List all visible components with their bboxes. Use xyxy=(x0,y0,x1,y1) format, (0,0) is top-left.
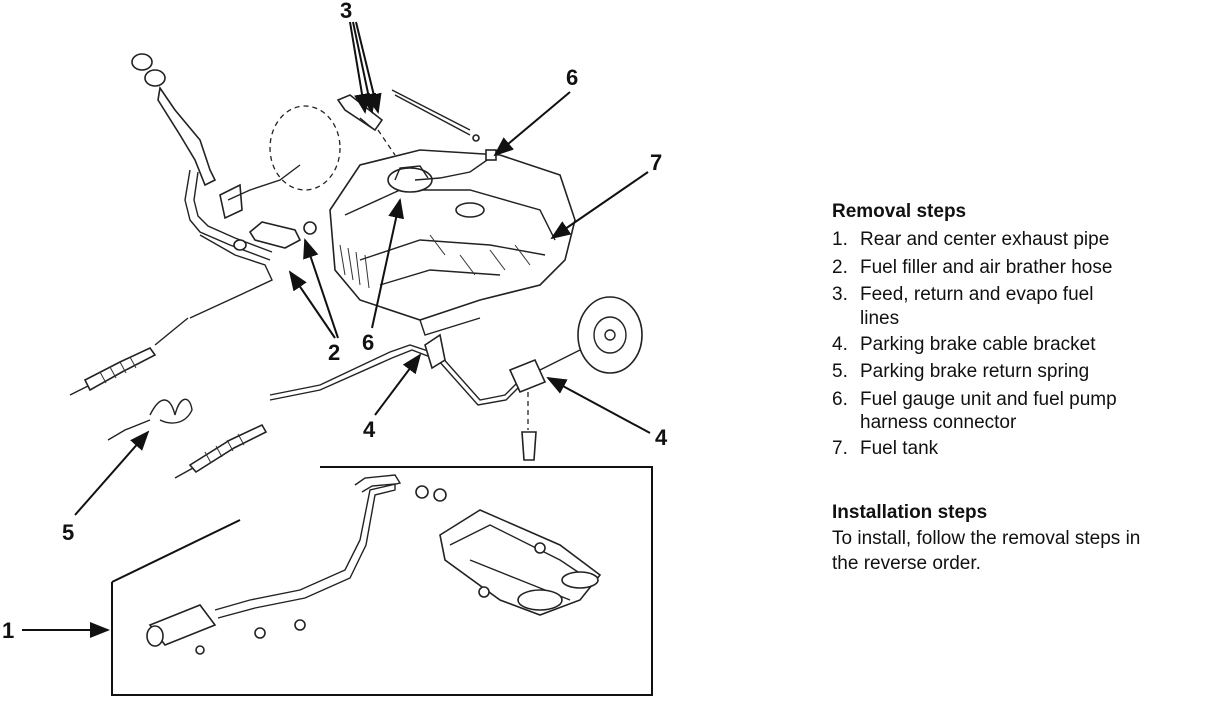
svg-text:1: 1 xyxy=(2,618,14,643)
svg-text:3: 3 xyxy=(340,0,352,23)
svg-text:2: 2 xyxy=(328,340,340,365)
removal-step-4: 4.Parking brake cable bracket xyxy=(832,333,1096,355)
svg-text:6: 6 xyxy=(362,330,374,355)
svg-text:7: 7 xyxy=(650,150,662,175)
removal-step-5: 5.Parking brake return spring xyxy=(832,361,1090,382)
removal-heading: Removal steps xyxy=(832,201,967,222)
fuel-tank-exploded-diagram: 1 2 3 4 4 5 6 6 7 xyxy=(2,0,668,696)
removal-list: 1.Rear and center exhaust pipe 2.Fuel fi… xyxy=(832,226,1212,463)
svg-text:4: 4 xyxy=(363,417,376,442)
callout-7: 7 xyxy=(550,150,662,240)
right-brake-drum xyxy=(577,296,643,374)
removal-step-1: 1.Rear and center exhaust pipe xyxy=(832,229,1110,250)
callout-4-left: 4 xyxy=(363,353,422,442)
callout-3: 3 xyxy=(340,0,382,114)
callout-5: 5 xyxy=(62,430,150,545)
callout-6-bottom: 6 xyxy=(362,198,404,355)
parking-brake-bracket-left xyxy=(424,333,446,370)
fuel-filler-neck xyxy=(131,53,317,261)
parking-brake-cable-upper xyxy=(69,234,273,396)
callout-1: 1 xyxy=(2,618,110,643)
parking-brake-bracket-right xyxy=(508,358,547,461)
exhaust-system xyxy=(111,466,653,696)
removal-step-7: 7.Fuel tank xyxy=(832,438,939,459)
svg-text:4: 4 xyxy=(655,425,668,450)
callout-6-top: 6 xyxy=(493,65,578,157)
removal-steps: Removal steps 1.Rear and center exhaust … xyxy=(832,200,1212,463)
svg-text:5: 5 xyxy=(62,520,74,545)
installation-heading: Installation steps xyxy=(832,502,988,523)
installation-steps: Installation steps To install, follow th… xyxy=(832,500,1212,576)
left-brake-drum xyxy=(227,105,341,201)
fuel-lines xyxy=(336,89,480,156)
installation-text: To install, follow the removal steps in … xyxy=(832,528,1141,574)
fuel-tank xyxy=(329,149,576,336)
removal-step-2: 2.Fuel filler and air brather hose xyxy=(832,256,1113,278)
return-spring xyxy=(107,398,193,441)
svg-text:6: 6 xyxy=(566,65,578,90)
callout-4-right: 4 xyxy=(546,377,668,450)
callout-2: 2 xyxy=(288,238,340,365)
